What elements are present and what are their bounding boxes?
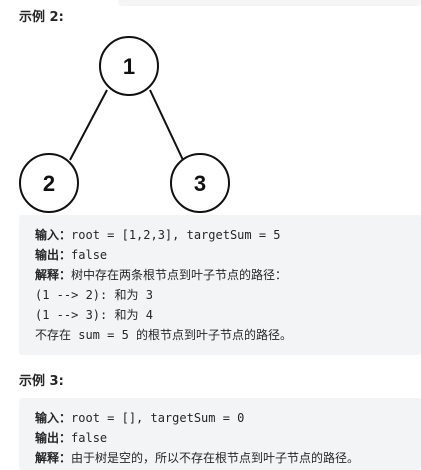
output-line: 输出：false xyxy=(35,245,421,265)
input-line: 输入：root = [1,2,3], targetSum = 5 xyxy=(35,225,421,245)
output-label: 输出： xyxy=(35,248,72,262)
example-3-code-block: 输入：root = [], targetSum = 0 输出：false 解释：… xyxy=(19,398,421,470)
explanation-line: 解释：由于树是空的，所以不存在根节点到叶子节点的路径。 xyxy=(35,448,421,468)
input-label: 输入： xyxy=(35,411,72,425)
tree-node-3 xyxy=(170,153,230,213)
tree-node-1 xyxy=(99,36,159,96)
input-line: 输入：root = [], targetSum = 0 xyxy=(35,408,421,428)
output-line: 输出：false xyxy=(35,428,421,448)
edge-1-3 xyxy=(149,89,184,161)
explanation-label: 解释： xyxy=(35,451,72,465)
previous-code-block-edge xyxy=(118,0,421,6)
explanation-value: 由于树是空的，所以不存在根节点到叶子节点的路径。 xyxy=(71,451,360,465)
tree-node-3-label: 3 xyxy=(194,171,206,196)
input-label: 输入： xyxy=(35,228,72,242)
input-value: root = [1,2,3], targetSum = 5 xyxy=(71,228,281,242)
example-2-heading: 示例 2: xyxy=(19,10,64,25)
tree-node-1-label: 1 xyxy=(123,54,135,79)
output-label: 输出： xyxy=(35,431,72,445)
output-value: false xyxy=(71,431,108,445)
conclusion-line: 不存在 sum = 5 的根节点到叶子节点的路径。 xyxy=(35,328,293,342)
explanation-line: 解释：树中存在两条根节点到叶子节点的路径： xyxy=(35,265,421,285)
example-2-code-block: 输入：root = [1,2,3], targetSum = 5 输出：fals… xyxy=(19,215,421,355)
path-line-1: (1 --> 2): 和为 3 xyxy=(35,288,153,302)
output-value: false xyxy=(71,248,108,262)
example-3-heading: 示例 3: xyxy=(19,374,64,389)
explanation-label: 解释： xyxy=(35,268,72,282)
input-value: root = [], targetSum = 0 xyxy=(71,411,245,425)
explanation-value: 树中存在两条根节点到叶子节点的路径： xyxy=(71,268,288,282)
binary-tree-diagram: 1 2 3 xyxy=(19,36,230,213)
tree-node-2 xyxy=(19,153,79,213)
tree-node-2-label: 2 xyxy=(43,171,55,196)
edge-1-2 xyxy=(69,89,108,161)
path-line-2: (1 --> 3): 和为 4 xyxy=(35,308,153,322)
